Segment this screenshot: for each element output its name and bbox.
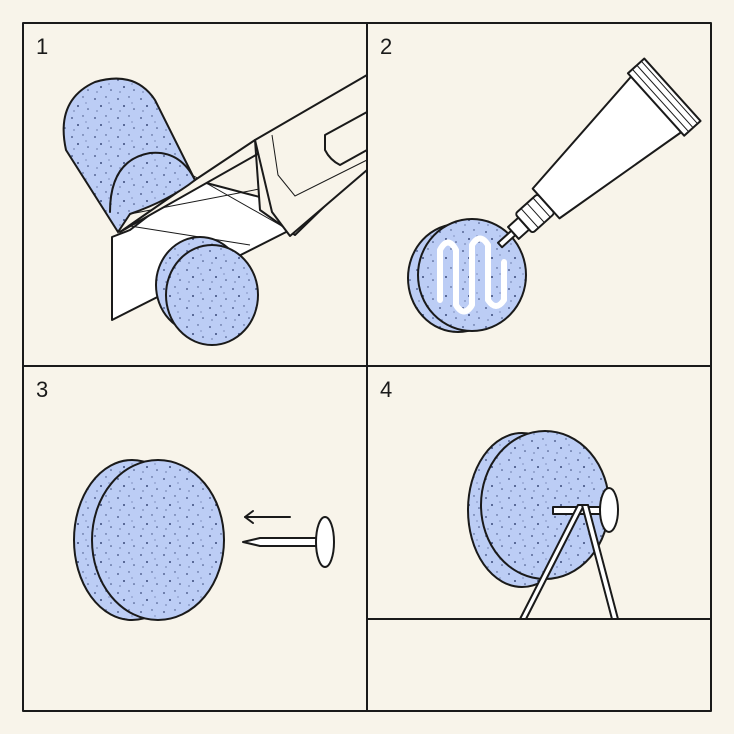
foam-slice [155, 236, 259, 346]
step-number: 2 [380, 34, 392, 59]
glue-tube [496, 57, 702, 249]
step-1-panel: 1 [36, 34, 368, 346]
foam-cylinder [62, 77, 197, 234]
step-2-panel: 2 [380, 34, 702, 333]
step-number: 1 [36, 34, 48, 59]
glue-zigzag [437, 235, 507, 315]
step-4-panel: 4 [366, 377, 712, 620]
step-number: 3 [36, 377, 48, 402]
pin-stand [519, 487, 619, 620]
step-number: 4 [380, 377, 392, 402]
pin [242, 516, 335, 568]
foam-disc [73, 459, 225, 621]
step-3-panel: 3 [36, 377, 335, 621]
arrow-left-icon [244, 510, 291, 524]
foam-disc [467, 430, 610, 588]
